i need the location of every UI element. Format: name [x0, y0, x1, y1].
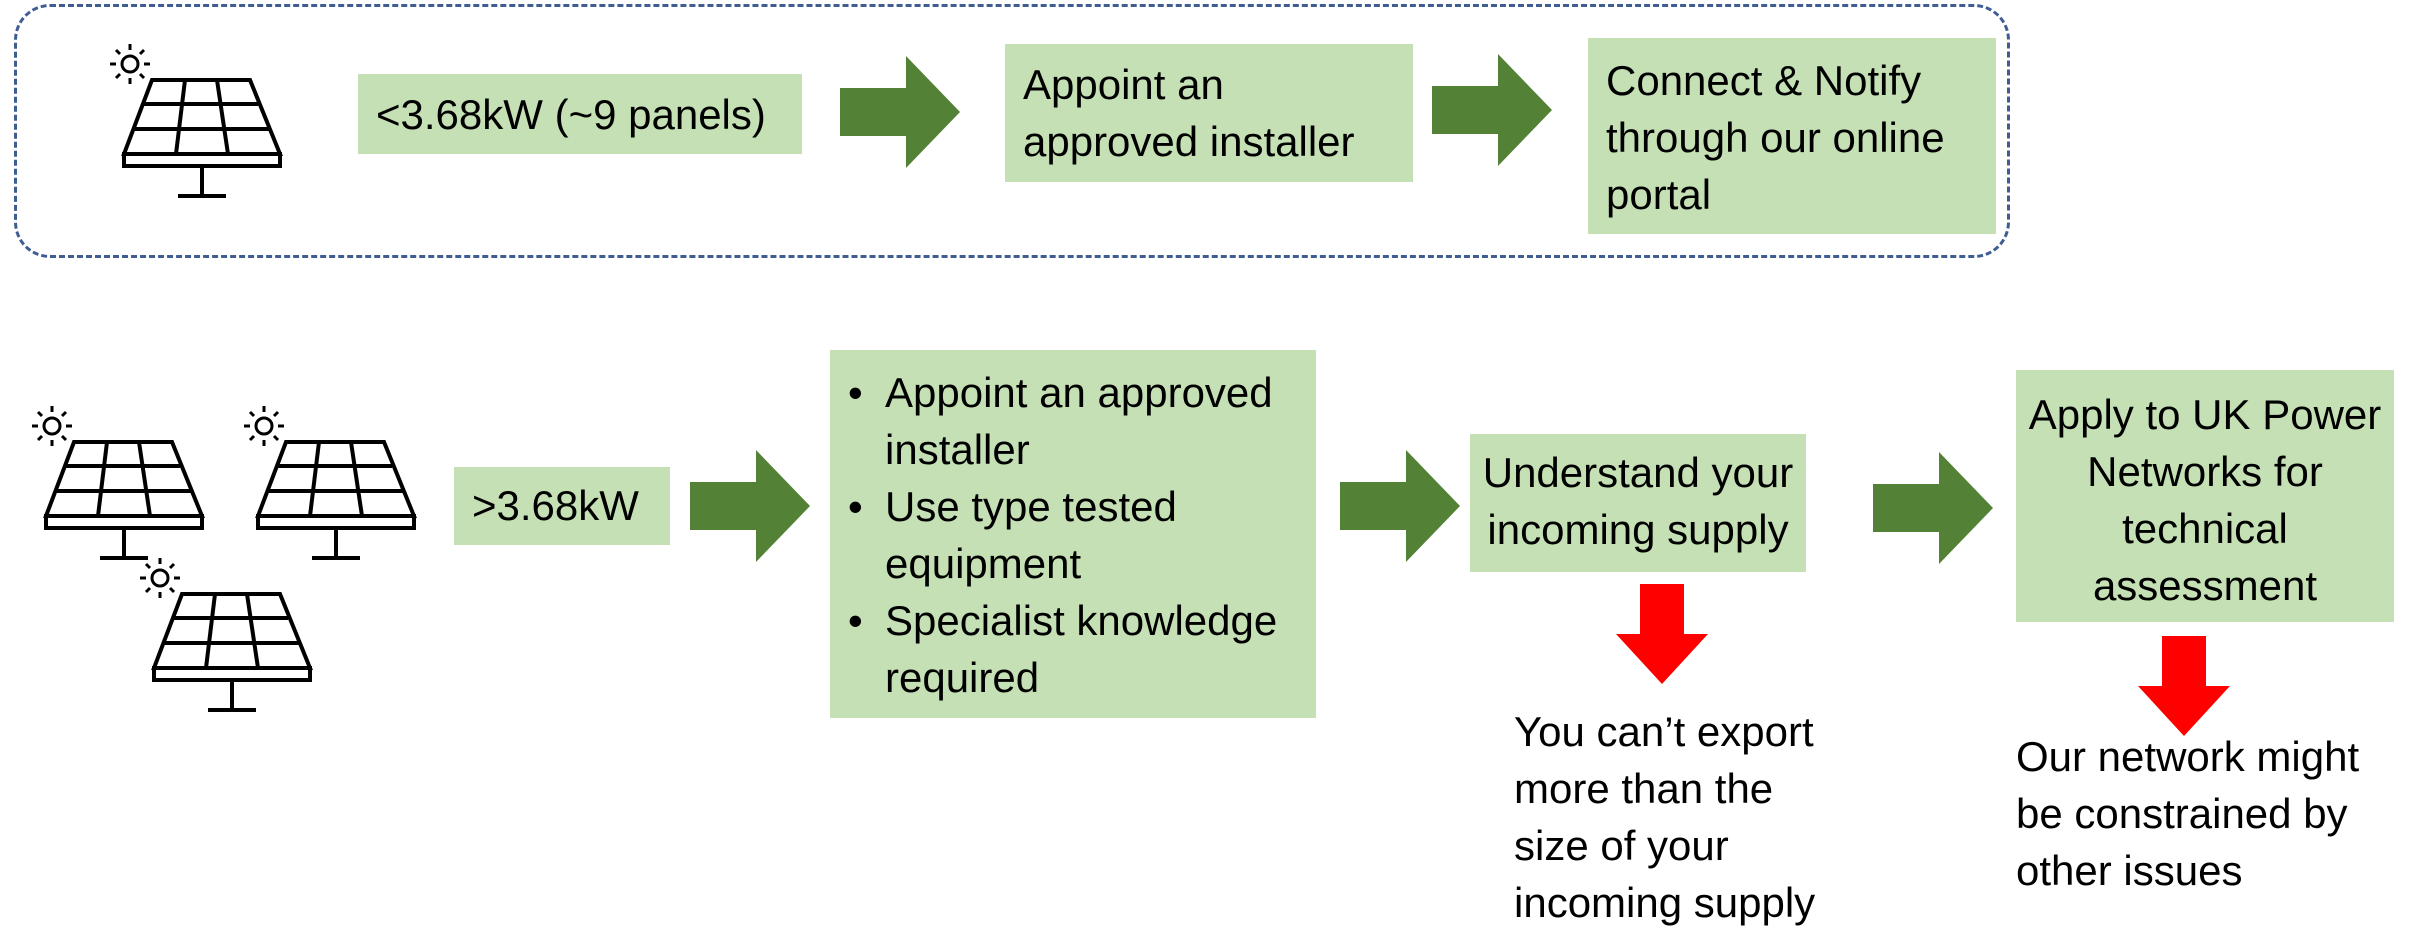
flow-arrow-icon: [1340, 450, 1460, 562]
requirements-list: Appoint an approved installer Use type t…: [830, 364, 1316, 706]
solar-panel-icon: [244, 406, 417, 560]
requirements-box: Appoint an approved installer Use type t…: [830, 350, 1316, 718]
solar-panel-icon: [110, 44, 283, 198]
top-step-install-label: Appoint an approved installer: [1023, 61, 1355, 165]
network-constraint-note: Our network might be constrained by othe…: [2016, 733, 2360, 894]
small-installation-frame: [14, 4, 2010, 258]
bottom-capacity-label: >3.68kW: [472, 482, 639, 529]
supply-step-box: Understand your incoming supply: [1470, 434, 1806, 572]
top-step-install-box: Appoint an approved installer: [1005, 44, 1413, 182]
technical-assessment-label: Apply to UK Power Networks for technical…: [2028, 391, 2382, 609]
flow-arrow-icon: [1432, 54, 1552, 166]
requirement-item: Appoint an approved installer: [830, 364, 1316, 478]
flow-arrow-icon: [1873, 452, 1993, 564]
top-capacity-label: <3.68kW (~9 panels): [376, 91, 766, 138]
top-capacity-box: <3.68kW (~9 panels): [358, 74, 802, 154]
bottom-capacity-box: >3.68kW: [454, 467, 670, 545]
solar-panel-icon: [140, 558, 313, 712]
flow-arrow-icon: [690, 450, 810, 562]
sun-icon: [110, 44, 150, 84]
supply-limit-note: You can’t export more than the size of y…: [1514, 708, 1816, 926]
down-arrow-icon: [2138, 636, 2230, 736]
technical-assessment-box: Apply to UK Power Networks for technical…: [2016, 370, 2394, 622]
solar-panel-icon: [32, 406, 205, 560]
down-arrow-icon: [1616, 584, 1708, 684]
flow-arrow-icon: [840, 56, 960, 168]
requirement-item: Specialist knowledge required: [830, 592, 1316, 706]
supply-step-label: Understand your incoming supply: [1482, 449, 1794, 553]
requirement-item: Use type tested equipment: [830, 478, 1316, 592]
top-step-connect-label: Connect & Notify through our online port…: [1606, 57, 1945, 218]
top-step-connect-box: Connect & Notify through our online port…: [1588, 38, 1996, 234]
